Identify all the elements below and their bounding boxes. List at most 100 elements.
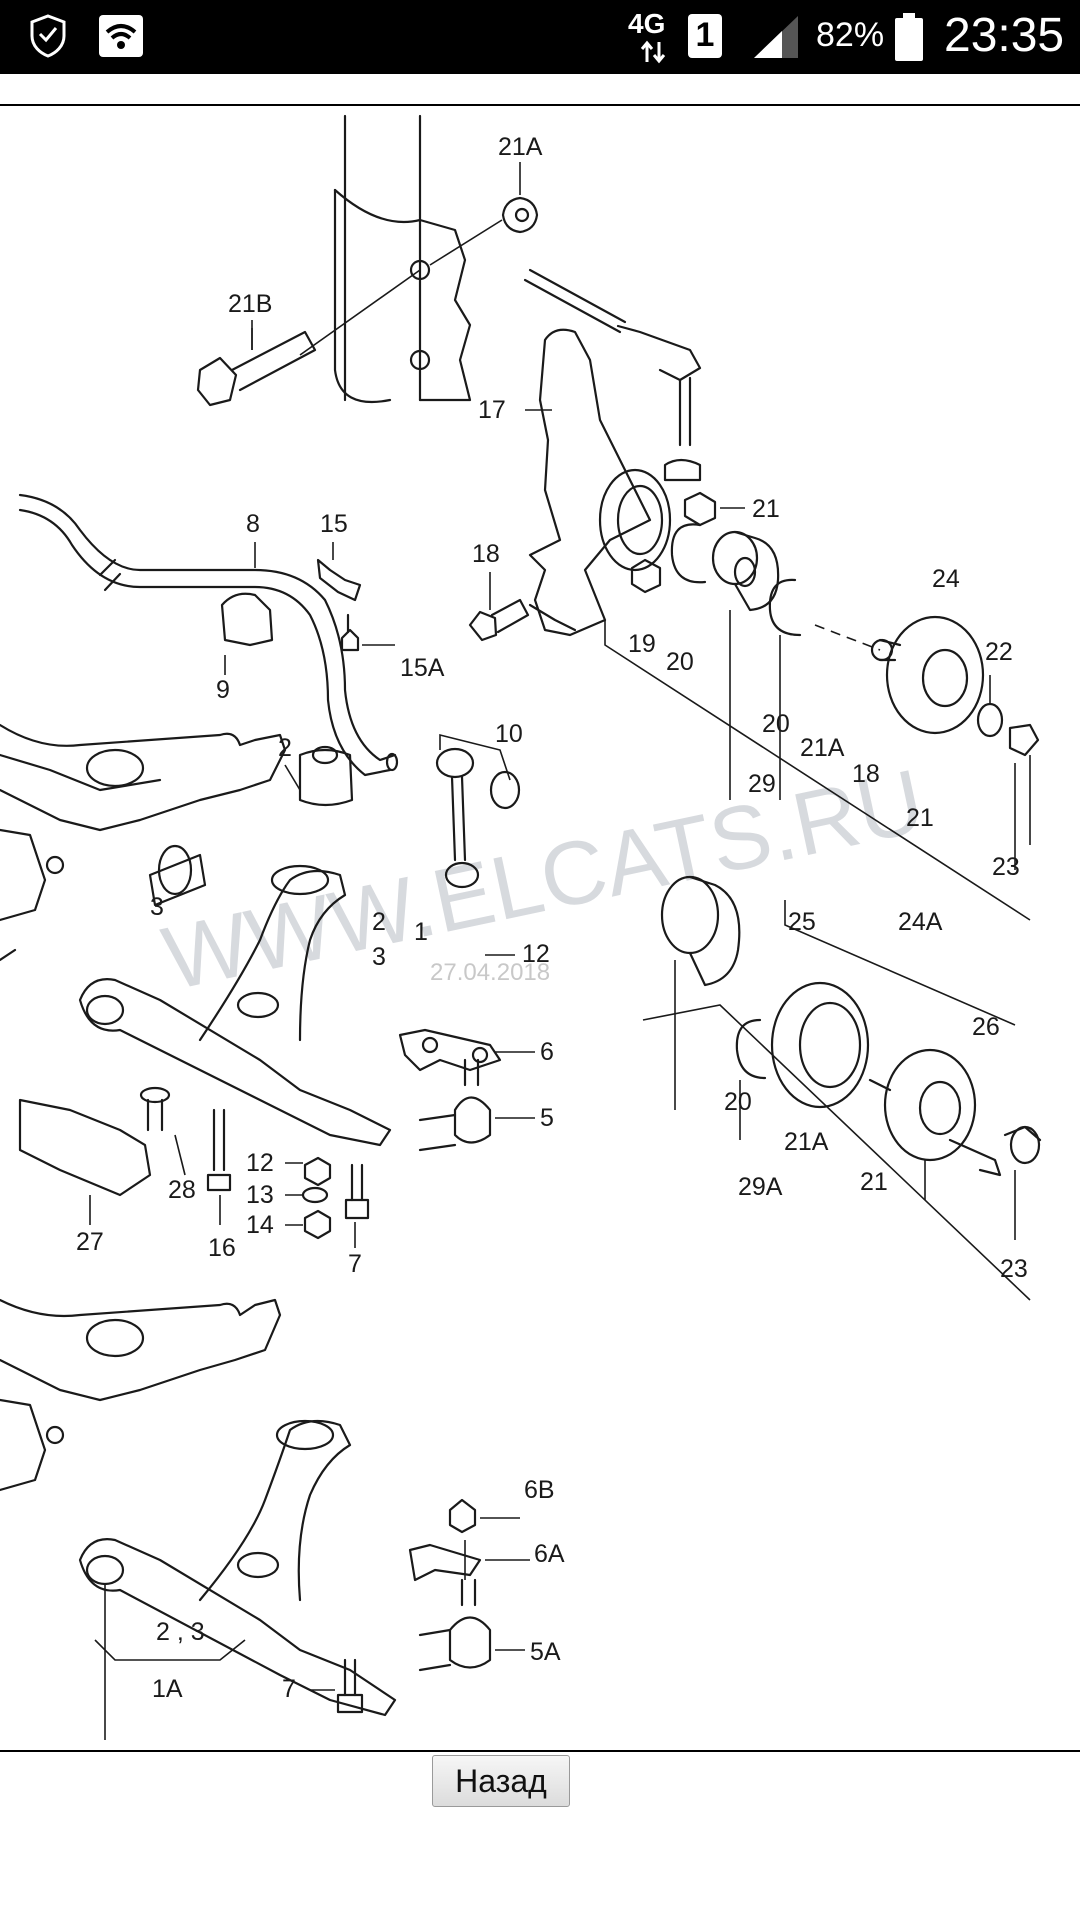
bolt-16 [206,1108,232,1192]
callout-24a: 24A [898,908,943,936]
callout-21: 21 [752,495,780,523]
bracket-6a [408,1543,482,1582]
wheel-bearing-29 [711,530,780,612]
clamp-9 [220,592,274,647]
status-bar: 4G 1 82% 23:35 [0,0,1080,74]
callout-10: 10 [495,720,523,748]
callout-18b: 18 [852,760,880,788]
callout-15a: 15A [400,654,445,682]
clock: 23:35 [944,9,1065,62]
cover-27 [18,1098,152,1197]
battery-percent: 82% [816,16,885,54]
network-type-label: 4G [628,8,666,39]
circlip-20c [735,1018,767,1080]
tie-rod [523,268,702,482]
callout-15: 15 [320,510,348,538]
battery-icon [895,13,923,61]
bottom-divider [0,1750,1080,1752]
bolt-7 [344,1163,370,1220]
back-button[interactable]: Назад [432,1755,570,1807]
steering-knuckle-17 [525,328,672,637]
callout-26: 26 [972,1013,1000,1041]
callout-13: 13 [246,1181,274,1209]
callout-1: 1 [414,918,428,946]
callout-21-low: 21 [860,1168,888,1196]
callout-29: 29 [748,770,776,798]
callout-18: 18 [472,540,500,568]
callout-2b: 2 [372,908,386,936]
callout-5a: 5A [530,1638,561,1666]
data-arrows-icon [640,40,666,64]
nut-12 [303,1156,332,1187]
callout-9: 9 [216,676,230,704]
watermark-date: 27.04.2018 [430,959,550,986]
bolt-18 [468,598,530,642]
hub-nut-23b [1003,1125,1042,1165]
callout-1a: 1A [152,1675,183,1703]
signal-icon [754,16,798,58]
callout-12b: 12 [246,1149,274,1177]
callout-20-top: 20 [666,648,694,676]
callout-21b: 21B [228,290,272,318]
washer-13 [301,1186,329,1204]
callout-20-mid: 20 [762,710,790,738]
bracket-6 [398,1028,502,1072]
callout-12: 12 [522,940,550,968]
circlip-20a [670,523,707,584]
subframe-lower [0,1298,282,1492]
bolt-21b [196,328,317,407]
callout-2: 2 [278,734,292,762]
callout-5: 5 [540,1104,554,1132]
top-divider [0,104,1080,106]
ball-joint-5 [418,1058,492,1152]
callout-24: 24 [932,565,960,593]
abs-ring-25 [770,981,870,1109]
callout-7b: 7 [282,1675,296,1703]
bushing-2 [298,745,354,807]
callout-3: 3 [150,893,164,921]
callout-27: 27 [76,1228,104,1256]
bracket-29a [642,1004,1031,1301]
callout-21b-mid: 21 [906,804,934,832]
callout-28: 28 [168,1176,196,1204]
callout-8: 8 [246,510,260,538]
wheel-hub-24 [814,615,1040,757]
callout-6b: 6B [524,1476,555,1504]
nut-21 [683,491,745,527]
callout-19: 19 [628,630,656,658]
callout-16: 16 [208,1234,236,1262]
callout-2-3: 2 , 3 [156,1618,205,1646]
callout-14: 14 [246,1211,274,1239]
callout-20-low: 20 [724,1088,752,1116]
callout-17: 17 [478,396,506,424]
subframe-upper [0,723,287,962]
callout-21a-mid: 21A [800,734,845,762]
bracket-15 [316,558,362,652]
wheel-hub-24a [868,1048,1002,1177]
exploded-view-svg: WWW.ELCATS.RU 27.04.2018 [0,114,1042,1740]
callout-22: 22 [985,638,1013,666]
nut-21a [501,196,539,234]
callout-23: 23 [992,853,1020,881]
callout-6a: 6A [534,1540,565,1568]
callout-7: 7 [348,1250,362,1278]
parts-diagram: WWW.ELCATS.RU 27.04.2018 [0,100,1080,1745]
nut-6b [448,1498,477,1534]
wifi-icon [99,15,143,57]
sim-slot-badge: 1 [688,14,722,58]
sim-slot-label: 1 [695,16,715,54]
coupling-rod-10 [435,747,521,889]
bolt-28 [139,1086,171,1132]
circlip-20b [768,578,802,637]
nut-19 [630,558,662,594]
callout-23b: 23 [1000,1255,1028,1283]
bolt-7b [336,1658,364,1714]
wheel-bearing-29a [660,875,741,987]
callout-21a-low: 21A [784,1128,829,1156]
shield-notification-icon [30,14,66,58]
ball-joint-5a [418,1578,492,1672]
stabilizer-bar-8 [18,493,399,777]
callout-6: 6 [540,1038,554,1066]
callout-25: 25 [788,908,816,936]
lower-control-arm [78,864,392,1147]
